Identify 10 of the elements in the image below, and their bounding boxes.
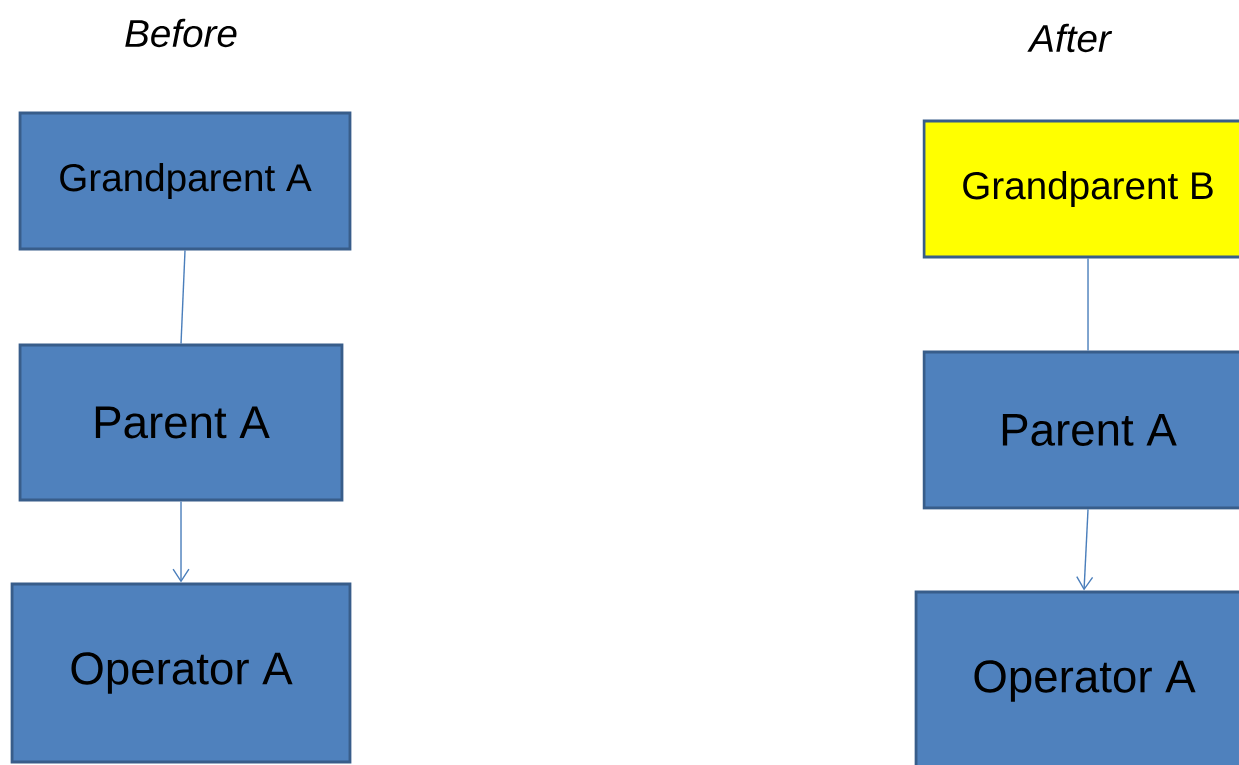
arrow xyxy=(172,500,190,583)
arrow xyxy=(1076,508,1094,591)
panel-heading: After xyxy=(1027,23,1113,53)
panel-heading: Before xyxy=(125,18,237,48)
process-box: Operator A xyxy=(914,590,1239,765)
process-box: Operator A xyxy=(10,582,352,764)
process-box: Grandparent A xyxy=(18,111,352,251)
process-box: Parent A xyxy=(922,350,1239,510)
process-box: Parent A xyxy=(18,343,344,502)
process-box: Grandparent B xyxy=(922,119,1239,259)
